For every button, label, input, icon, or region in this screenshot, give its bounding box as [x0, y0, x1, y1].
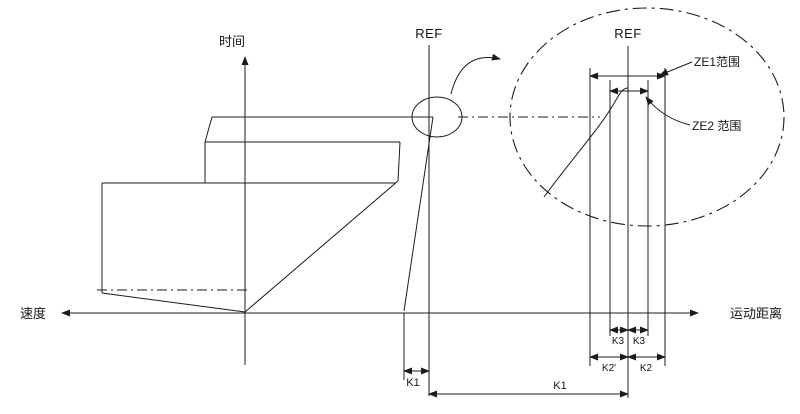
zoom-arrow [450, 53, 501, 95]
k1-dim-label-left: K1 [406, 377, 419, 389]
profile-box-bottom [101, 292, 246, 313]
k3-dim-label-left: K3 [612, 336, 625, 347]
ref-label-left: REF [415, 26, 443, 41]
profile-stop-slope [403, 116, 434, 312]
k2-prime-dim-label: K2' [602, 363, 616, 374]
k3-dim-label-right: K3 [633, 336, 646, 347]
profile-decel-diagonal [244, 180, 399, 313]
k2-dim-label: K2 [640, 363, 653, 374]
velocity-profile [97, 116, 600, 313]
ref-label-zoom: REF [614, 26, 642, 41]
ze2-range-label: ZE2 范围 [692, 119, 741, 133]
ze1-range-label: ZE1范围 [694, 55, 740, 69]
ze1-leader-line [659, 61, 693, 76]
axes: 时间 速度 运动距离 [20, 34, 782, 365]
zoom-detail: REF ZE1范围 ZE2 范围 [543, 26, 741, 398]
zoom-ellipse-border [509, 7, 785, 227]
profile-top-step-left-edge [204, 116, 213, 143]
zoom-callout [411, 53, 501, 138]
profile-mid-right-edge [397, 141, 401, 182]
ze2-leader-line [645, 96, 691, 126]
dimensions: K1 K3 K3 K2' K2 K1 [403, 313, 666, 398]
zoom-circle [411, 96, 463, 138]
k1-dim-label-bottom: K1 [553, 380, 566, 392]
time-axis-label: 时间 [219, 34, 245, 49]
distance-axis-label: 运动距离 [730, 306, 782, 321]
zoom-approach-curve [543, 87, 629, 198]
ref-line-left-group: REF [415, 26, 443, 396]
speed-axis-label: 速度 [20, 306, 46, 321]
